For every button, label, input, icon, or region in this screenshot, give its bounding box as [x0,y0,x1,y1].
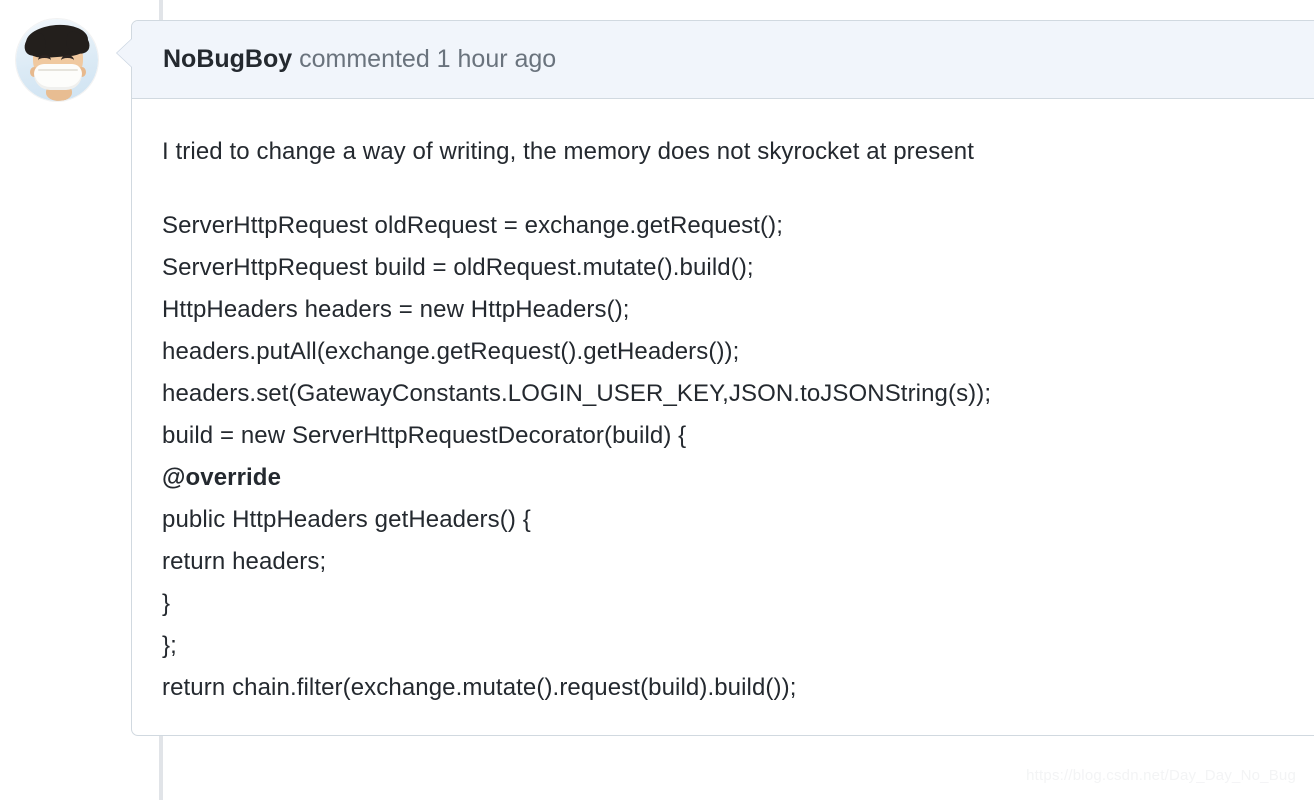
comment-body-line: ServerHttpRequest build = oldRequest.mut… [162,254,754,281]
comment-body-line: return chain.filter(exchange.mutate().re… [162,674,797,701]
comment-body-line: public HttpHeaders getHeaders() { [162,506,531,533]
comment-caret-inner-icon [117,39,132,67]
watermark-text: https://blog.csdn.net/Day_Day_No_Bug [1026,767,1296,784]
comment-timestamp[interactable]: commented 1 hour ago [299,45,557,73]
avatar-face-mask-fold [38,69,78,71]
comment-header: NoBugBoy commented 1 hour ago [116,21,1314,99]
comment-body-line: HttpHeaders headers = new HttpHeaders(); [162,296,630,323]
comment-body-line: return headers; [162,548,327,575]
comment-body-line: I tried to change a way of writing, the … [162,138,974,165]
avatar[interactable] [16,19,98,101]
comment-author[interactable]: NoBugBoy [163,45,293,73]
avatar-eye-left [38,55,51,66]
comment-body-line: @override [162,464,282,491]
comment-body-line: ServerHttpRequest oldRequest = exchange.… [162,212,783,239]
comment-body-line: headers.putAll(exchange.getRequest().get… [162,338,740,365]
comment-body-blank-line [162,173,1300,205]
avatar-ear-right [78,67,86,77]
comment-body-line: } [162,590,171,617]
comment-header-text: NoBugBoy commented 1 hour ago [163,47,556,72]
avatar-image [16,19,98,101]
avatar-eye-right [61,55,74,66]
comment-body-line: headers.set(GatewayConstants.LOGIN_USER_… [162,380,992,407]
comment-body: I tried to change a way of writing, the … [132,99,1314,729]
comment-body-line: }; [162,632,177,659]
comment-body-line: build = new ServerHttpRequestDecorator(b… [162,422,687,449]
comment-card: NoBugBoy commented 1 hour ago I tried to… [116,20,1314,736]
comment-body-lines: I tried to change a way of writing, the … [162,131,1300,709]
avatar-face-mask [34,64,82,90]
